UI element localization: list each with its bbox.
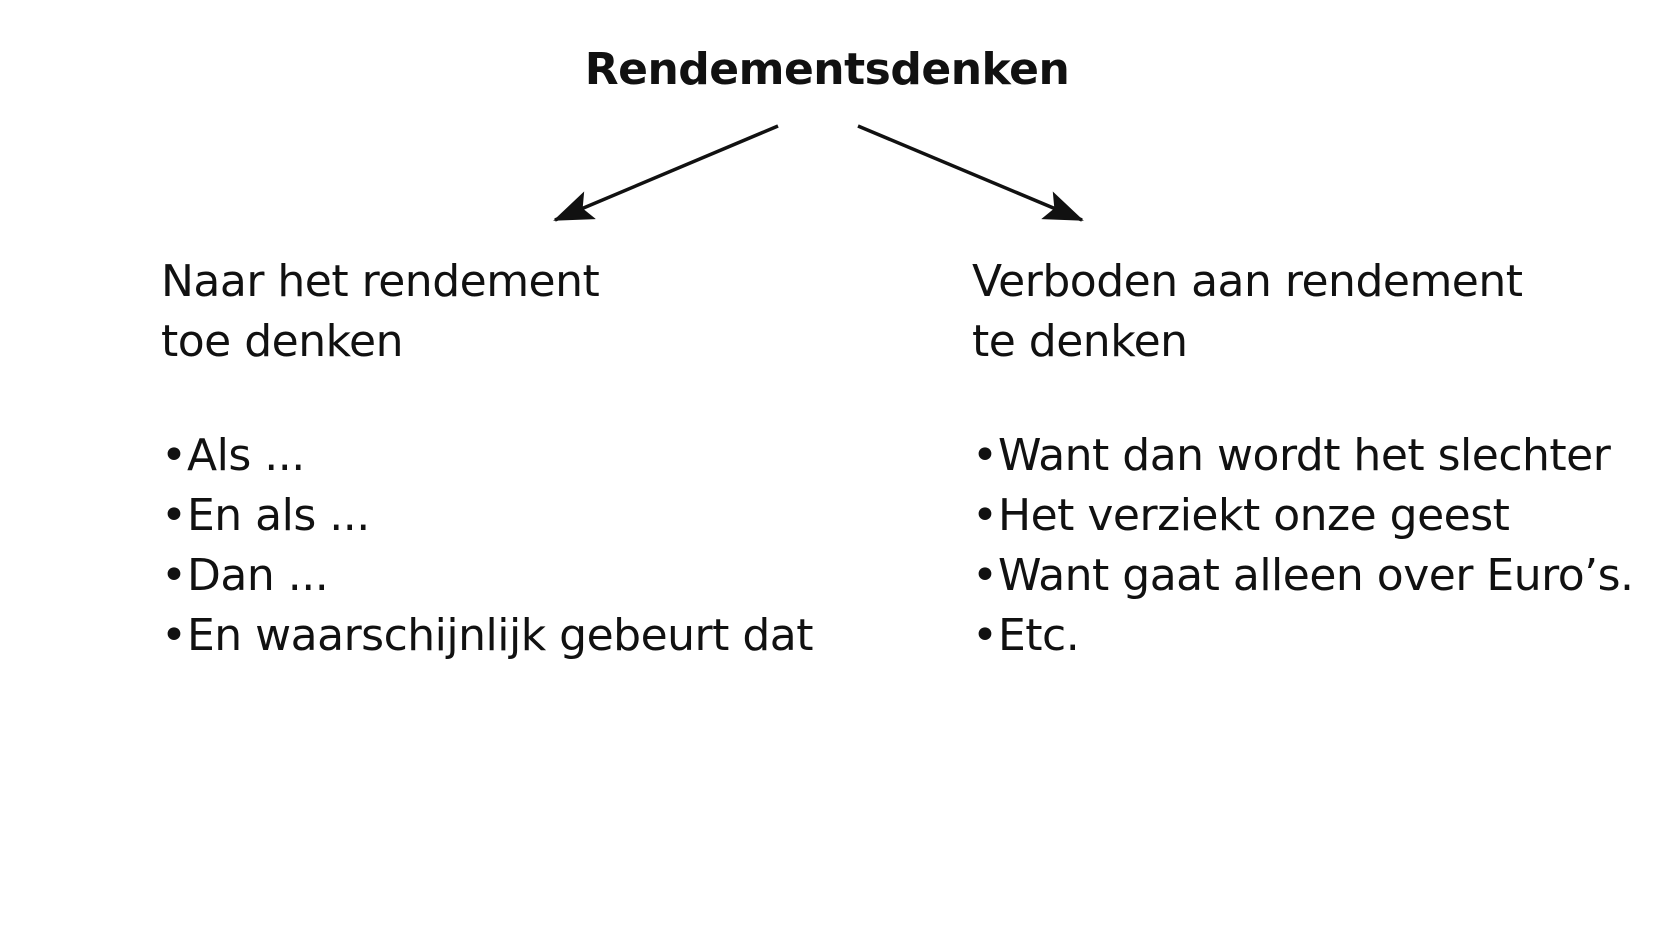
list-item-text: Dan ... [187, 550, 329, 601]
right-heading-line1: Verboden aan rendement [972, 256, 1523, 307]
right-branch: Verboden aan rendement te denken •Want d… [972, 252, 1642, 666]
left-heading: Naar het rendement toe denken [161, 252, 881, 372]
list-item-text: En waarschijnlijk gebeurt dat [187, 610, 814, 661]
list-item: •Etc. [972, 606, 1642, 666]
right-heading: Verboden aan rendement te denken [972, 252, 1642, 372]
list-item-text: Want gaat alleen over Euro’s. [998, 550, 1634, 601]
left-branch: Naar het rendement toe denken •Als ... •… [161, 252, 881, 666]
list-item-text: Als ... [187, 430, 305, 481]
list-item: •Want gaat alleen over Euro’s. [972, 546, 1642, 606]
right-heading-line2: te denken [972, 316, 1188, 367]
left-heading-line2: toe denken [161, 316, 403, 367]
list-item: •En waarschijnlijk gebeurt dat [161, 606, 881, 666]
list-item-text: Want dan wordt het slechter [998, 430, 1611, 481]
diagram-title: Rendementsdenken [584, 44, 1070, 95]
list-item-text: En als ... [187, 490, 370, 541]
list-item: •En als ... [161, 486, 881, 546]
bullet-icon: • [972, 550, 998, 601]
left-bullet-list: •Als ... •En als ... •Dan ... •En waarsc… [161, 426, 881, 666]
left-heading-line1: Naar het rendement [161, 256, 600, 307]
bullet-icon: • [161, 610, 187, 661]
right-bullet-list: •Want dan wordt het slechter •Het verzie… [972, 426, 1642, 666]
bullet-icon: • [972, 430, 998, 481]
bullet-icon: • [161, 490, 187, 541]
list-item: •Als ... [161, 426, 881, 486]
bullet-icon: • [972, 610, 998, 661]
bullet-icon: • [161, 430, 187, 481]
right-arrow [857, 124, 1084, 222]
list-item: •Dan ... [161, 546, 881, 606]
bullet-icon: • [972, 490, 998, 541]
left-arrow [553, 124, 779, 222]
list-item: •Het verziekt onze geest [972, 486, 1642, 546]
bullet-icon: • [161, 550, 187, 601]
list-item: •Want dan wordt het slechter [972, 426, 1642, 486]
list-item-text: Het verziekt onze geest [998, 490, 1510, 541]
list-item-text: Etc. [998, 610, 1080, 661]
